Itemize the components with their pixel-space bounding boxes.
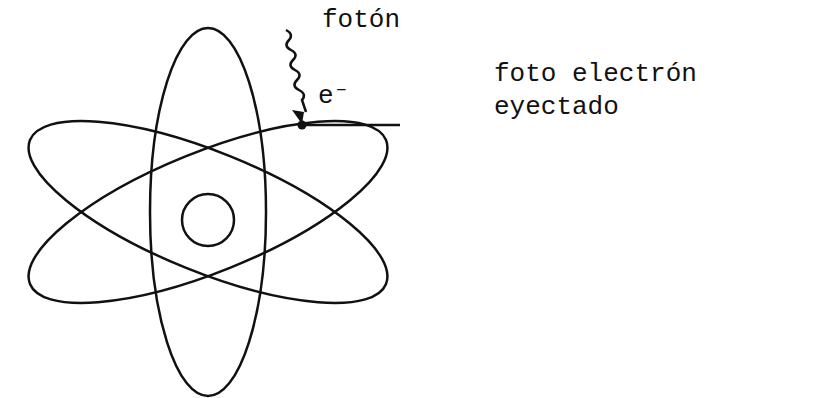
electron-path — [302, 124, 400, 127]
photoelectron-note: foto electrón eyectado — [494, 58, 724, 123]
photon-label: fotón — [322, 4, 400, 37]
photon-wave — [286, 30, 306, 112]
orbit — [8, 84, 409, 339]
nucleus — [182, 194, 234, 246]
electron-dot — [298, 121, 307, 130]
electron-label: e⁻ — [318, 80, 349, 113]
orbit — [150, 28, 266, 396]
orbit — [8, 84, 409, 339]
